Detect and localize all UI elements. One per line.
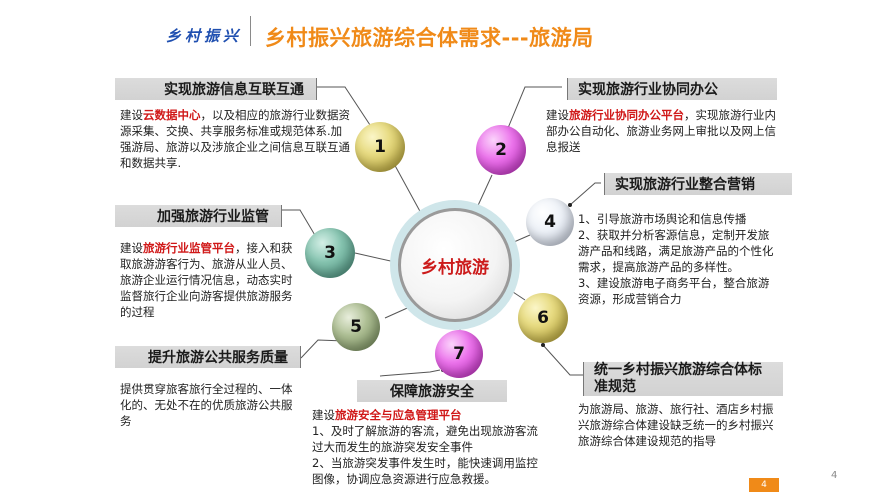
section-7-title: 保障旅游安全 xyxy=(357,380,507,402)
desc-post: ，以及相应的旅游行业数据资源采集、交换、共享服务标准或规范体系.加强游局、旅游以… xyxy=(120,108,350,170)
ball-1: 1 xyxy=(355,122,405,172)
ball-number: 1 xyxy=(374,137,386,157)
ball-number: 6 xyxy=(537,308,549,328)
section-title-text: 提升旅游公共服务质量 xyxy=(148,350,288,366)
section-4-desc: 1、引导旅游市场舆论和信息传播 2、获取并分析客源信息，定制开发旅游产品和线路，… xyxy=(578,211,778,307)
section-5-title: 提升旅游公共服务质量 xyxy=(115,346,301,368)
desc-post: ，接入和获取旅游游客行为、旅游从业人员、旅游企业运行情况信息，动态实时监督旅行企… xyxy=(120,241,293,319)
section-3-desc: 建设旅游行业监管平台，接入和获取旅游游客行为、旅游从业人员、旅游企业运行情况信息… xyxy=(120,240,295,320)
desc-highlight: 旅游行业协同办公平台 xyxy=(569,108,684,122)
desc-line: 1、及时了解旅游的客流，避免出现旅游客流过大而发生的旅游突发安全事件 xyxy=(312,424,538,454)
section-title-text: 实现旅游行业协同办公 xyxy=(578,82,718,98)
section-title-text: 保障旅游安全 xyxy=(390,384,474,400)
ball-number: 4 xyxy=(544,212,556,232)
ball-5: 5 xyxy=(332,303,380,351)
section-5-desc: 提供贯穿旅客旅行全过程的、一体化的、无处不在的优质旅游公共服务 xyxy=(120,381,300,429)
desc-pre: 建设 xyxy=(120,108,143,122)
section-title-text: 加强旅游行业监管 xyxy=(157,209,269,225)
section-2-desc: 建设旅游行业协同办公平台，实现旅游行业内部办公自动化、旅游业务网上审批以及网上信… xyxy=(546,107,778,155)
section-title-text: 统一乡村振兴旅游综合体标准规范 xyxy=(594,362,762,395)
center-hub: 乡村旅游 xyxy=(398,208,512,322)
section-1-title: 实现旅游信息互联互通 xyxy=(115,78,317,100)
desc-highlight: 云数据中心 xyxy=(143,108,201,122)
page-number: 4 xyxy=(831,470,838,481)
desc-highlight: 旅游行业监管平台 xyxy=(143,241,235,255)
section-4-title: 实现旅游行业整合营销 xyxy=(604,173,792,195)
section-title-text: 实现旅游行业整合营销 xyxy=(615,177,755,193)
ball-number: 5 xyxy=(350,317,362,337)
ball-3: 3 xyxy=(305,228,355,278)
ball-4: 4 xyxy=(526,198,574,246)
section-6-title: 统一乡村振兴旅游综合体标准规范 xyxy=(583,362,783,396)
desc-pre: 建设 xyxy=(120,241,143,255)
desc-text: 提供贯穿旅客旅行全过程的、一体化的、无处不在的优质旅游公共服务 xyxy=(120,382,293,428)
section-7-desc: 建设旅游安全与应急管理平台 1、及时了解旅游的客流，避免出现旅游客流过大而发生的… xyxy=(312,407,544,487)
desc-pre: 建设 xyxy=(546,108,569,122)
ball-number: 3 xyxy=(324,243,336,263)
ball-2: 2 xyxy=(476,125,526,175)
desc-post: ，实现旅游行业内部办公自动化、旅游业务网上审批以及网上信息报送 xyxy=(546,108,776,154)
section-1-desc: 建设云数据中心，以及相应的旅游行业数据资源采集、交换、共享服务标准或规范体系.加… xyxy=(120,107,352,171)
page-title: 乡村振兴旅游综合体需求---旅游局 xyxy=(265,26,594,50)
desc-text: 为旅游局、旅游、旅行社、酒店乡村振兴旅游综合体建设缺乏统一的乡村振兴旅游综合体建… xyxy=(578,402,774,448)
ball-7: 7 xyxy=(435,330,483,378)
logo: 乡村振兴 xyxy=(166,27,243,45)
desc-pre: 建设 xyxy=(312,408,335,422)
center-label: 乡村旅游 xyxy=(421,257,489,278)
desc-line: 1、引导旅游市场舆论和信息传播 xyxy=(578,212,747,226)
section-2-title: 实现旅游行业协同办公 xyxy=(567,78,777,100)
ball-number: 2 xyxy=(495,140,507,160)
desc-line: 3、建设旅游电子商务平台，整合旅游资源，形成营销合力 xyxy=(578,276,770,306)
ball-6: 6 xyxy=(518,293,568,343)
section-3-title: 加强旅游行业监管 xyxy=(115,205,282,227)
desc-line: 2、获取并分析客源信息，定制开发旅游产品和线路，满足旅游产品的个性化需求，提高旅… xyxy=(578,228,774,274)
ball-number: 7 xyxy=(453,344,465,364)
page-badge: 4 xyxy=(749,478,779,492)
desc-line: 2、当旅游突发事件发生时，能快速调用监控图像，协调应急资源进行应急救援。 xyxy=(312,456,538,486)
section-6-desc: 为旅游局、旅游、旅行社、酒店乡村振兴旅游综合体建设缺乏统一的乡村振兴旅游综合体建… xyxy=(578,401,783,449)
desc-highlight: 旅游安全与应急管理平台 xyxy=(335,408,462,422)
header-divider xyxy=(250,16,251,46)
section-title-text: 实现旅游信息互联互通 xyxy=(164,82,304,98)
